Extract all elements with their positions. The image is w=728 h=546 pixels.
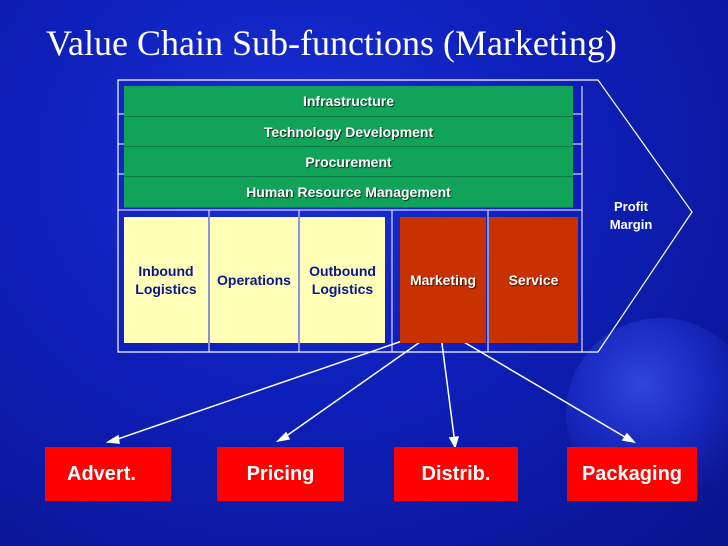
chain-outline bbox=[117, 79, 693, 353]
page-title: Value Chain Sub-functions (Marketing) bbox=[46, 23, 617, 63]
subfunction-distrib: Distrib. bbox=[394, 447, 518, 501]
arrow-to-distrib bbox=[439, 327, 456, 445]
support-infrastructure: Infrastructure bbox=[124, 86, 573, 117]
arrow-to-advert bbox=[111, 327, 441, 442]
primary-label-line1: Inbound bbox=[138, 263, 194, 279]
primary-marketing: Marketing bbox=[400, 217, 486, 343]
primary-label-line2: Logistics bbox=[311, 281, 374, 297]
support-technology-development: Technology Development bbox=[124, 117, 573, 147]
margin-line1: Profit bbox=[614, 199, 648, 214]
primary-operations: Operations bbox=[210, 217, 298, 343]
arrow-to-packaging bbox=[439, 327, 631, 441]
subfunction-packaging: Packaging bbox=[567, 447, 697, 501]
primary-label-line1: Marketing bbox=[409, 272, 477, 288]
profit-margin-label: Profit Margin bbox=[600, 198, 662, 234]
primary-label-line1: Service bbox=[508, 272, 559, 288]
subfunction-advert: Advert. bbox=[45, 447, 171, 501]
subfunction-pricing: Pricing bbox=[217, 447, 344, 501]
primary-label-line2: Logistics bbox=[135, 281, 197, 297]
margin-line2: Margin bbox=[609, 217, 653, 232]
support-procurement: Procurement bbox=[124, 147, 573, 177]
primary-label-line1: Outbound bbox=[309, 263, 376, 279]
support-human-resource-management: Human Resource Management bbox=[124, 177, 573, 208]
arrow-to-pricing bbox=[281, 327, 441, 440]
primary-service: Service bbox=[489, 217, 578, 343]
primary-label-line1: Operations bbox=[217, 272, 291, 288]
